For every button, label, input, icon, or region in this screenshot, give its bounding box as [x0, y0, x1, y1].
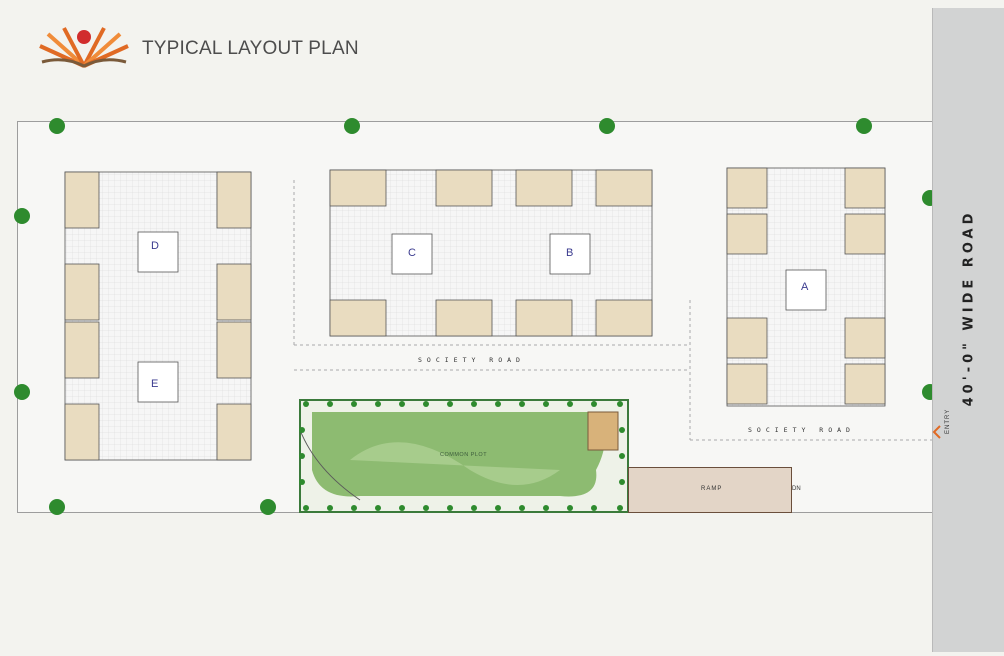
- entry-arrow-icon: [932, 425, 941, 439]
- tree-icon: [14, 118, 938, 515]
- society-road-label: SOCIETY ROAD: [748, 426, 855, 434]
- ramp-dn-label: DN: [792, 486, 801, 492]
- main-road: 40'-0" WIDE ROAD: [932, 8, 1004, 652]
- common-plot-label: COMMON PLOT: [440, 452, 488, 458]
- entry-label: ENTRY: [945, 408, 951, 434]
- tree-icon: [299, 401, 625, 511]
- common-plot: [299, 399, 629, 513]
- society-road-label: SOCIETY ROAD: [418, 356, 525, 364]
- ramp-label: RAMP: [701, 486, 723, 492]
- wing-cb-block: [329, 169, 653, 337]
- wing-de-block: [64, 171, 252, 461]
- wing-label-d: D: [151, 240, 159, 252]
- wing-label-b: B: [566, 247, 574, 259]
- wing-label-e: E: [151, 378, 159, 390]
- logo-icon: [39, 27, 129, 68]
- page-title: TYPICAL LAYOUT PLAN: [142, 38, 359, 59]
- wing-label-a: A: [801, 281, 809, 293]
- ramp: RAMP: [628, 467, 792, 513]
- wing-a-block: [726, 167, 886, 407]
- wing-label-c: C: [408, 247, 416, 259]
